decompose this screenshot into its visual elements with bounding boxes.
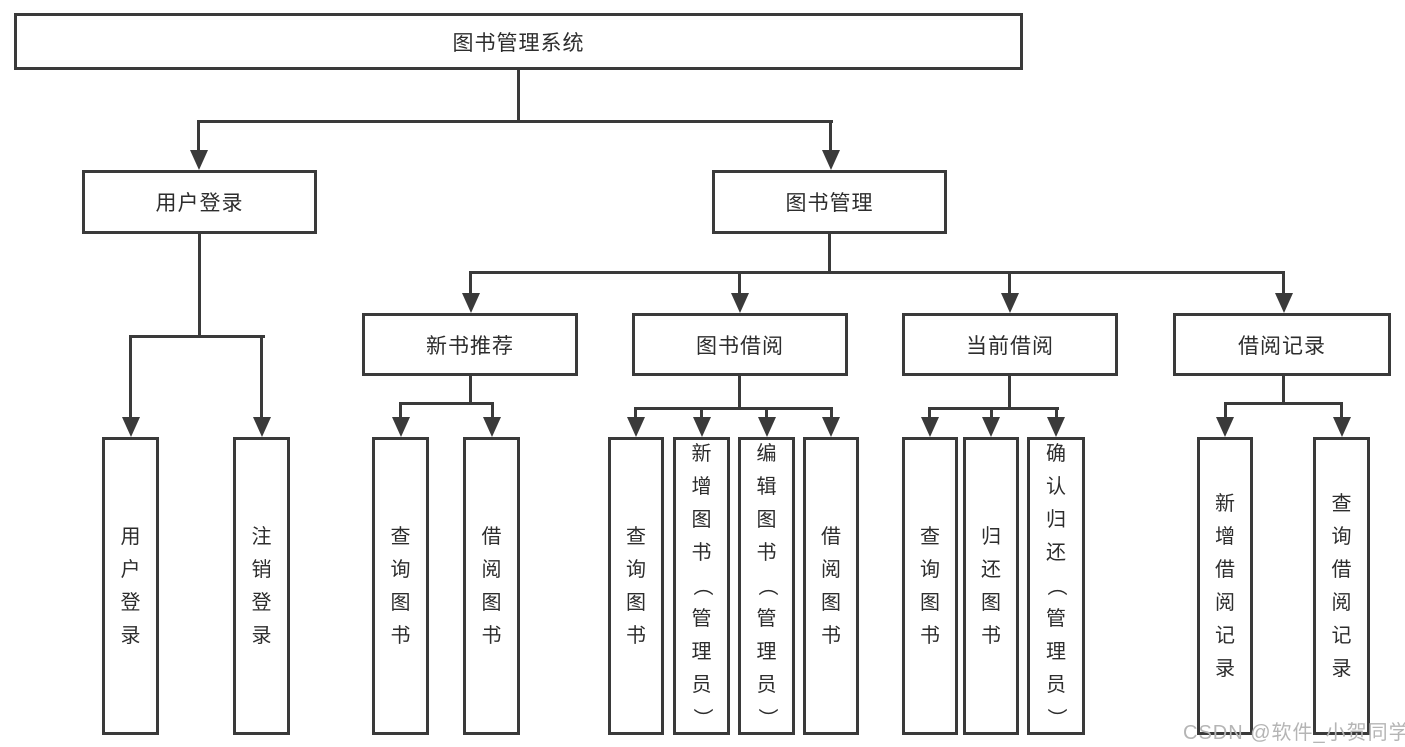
connector-line (399, 402, 494, 405)
leaf-borrow-books-1: 借阅图书 (463, 437, 520, 735)
connector-line (197, 120, 833, 123)
connector-line (990, 407, 993, 419)
leaf-borrow-books-2: 借阅图书 (803, 437, 859, 735)
node-user-login-label: 用户登录 (155, 192, 244, 215)
connector-line (765, 407, 768, 419)
node-new-book-recommend-label: 新书推荐 (426, 334, 514, 358)
node-borrow-records-label: 借阅记录 (1238, 334, 1326, 358)
arrowhead-icon (483, 417, 501, 437)
node-user-login: 用户登录 (82, 170, 317, 234)
connector-line (198, 234, 201, 337)
arrowhead-icon (392, 417, 410, 437)
leaf-return-books: 归还图书 (963, 437, 1019, 735)
connector-line (129, 335, 132, 419)
connector-line (738, 271, 741, 295)
leaf-borrow-books-1-label: 借阅图书 (481, 525, 502, 647)
leaf-borrow-books-2-label: 借阅图书 (821, 525, 841, 647)
arrowhead-icon (253, 417, 271, 437)
node-root: 图书管理系统 (14, 13, 1023, 70)
connector-line (491, 402, 494, 419)
leaf-query-books-2: 查询图书 (608, 437, 664, 735)
leaf-add-borrow-record-label: 新增借阅记录 (1215, 492, 1235, 680)
connector-line (1224, 402, 1343, 405)
leaf-confirm-return-admin: 确认归还（管理员） (1027, 437, 1085, 735)
leaf-query-books-3: 查询图书 (902, 437, 958, 735)
node-book-borrow-label: 图书借阅 (696, 334, 784, 358)
leaf-query-books-1: 查询图书 (372, 437, 429, 735)
arrowhead-icon (1333, 417, 1351, 437)
connector-line (517, 69, 520, 122)
leaf-add-borrow-record: 新增借阅记录 (1197, 437, 1253, 735)
connector-line (129, 335, 265, 338)
connector-line (469, 271, 472, 295)
leaf-query-books-3-label: 查询图书 (920, 525, 940, 647)
connector-line (1008, 271, 1011, 295)
connector-line (928, 407, 1059, 410)
connector-line (829, 120, 832, 152)
arrowhead-icon (1001, 293, 1019, 313)
node-book-management-label: 图书管理 (785, 192, 874, 215)
node-book-borrow: 图书借阅 (632, 313, 848, 376)
node-book-management: 图书管理 (712, 170, 947, 234)
arrowhead-icon (190, 150, 208, 170)
arrowhead-icon (731, 293, 749, 313)
leaf-edit-books-admin-label: 编辑图书（管理员） (755, 443, 778, 728)
leaf-logout-label: 注销登录 (251, 525, 272, 647)
node-current-borrow-label: 当前借阅 (966, 334, 1054, 358)
connector-line (1282, 376, 1285, 405)
arrowhead-icon (122, 417, 140, 437)
leaf-add-books-admin: 新增图书（管理员） (673, 437, 730, 735)
leaf-query-borrow-record: 查询借阅记录 (1313, 437, 1370, 735)
connector-line (830, 407, 833, 419)
leaf-query-borrow-record-label: 查询借阅记录 (1331, 492, 1352, 680)
leaf-user-login-label: 用户登录 (120, 525, 141, 647)
connector-line (260, 335, 263, 419)
leaf-edit-books-admin: 编辑图书（管理员） (738, 437, 795, 735)
connector-line (700, 407, 703, 419)
leaf-logout: 注销登录 (233, 437, 290, 735)
node-borrow-records: 借阅记录 (1173, 313, 1391, 376)
connector-line (634, 407, 833, 410)
connector-line (399, 402, 402, 419)
arrowhead-icon (921, 417, 939, 437)
connector-line (1340, 402, 1343, 419)
arrowhead-icon (1275, 293, 1293, 313)
leaf-user-login: 用户登录 (102, 437, 159, 735)
leaf-query-books-1-label: 查询图书 (390, 525, 411, 647)
arrowhead-icon (1216, 417, 1234, 437)
connector-line (1008, 376, 1011, 409)
arrowhead-icon (1047, 417, 1065, 437)
arrowhead-icon (982, 417, 1000, 437)
connector-line (469, 271, 1285, 274)
leaf-confirm-return-admin-label: 确认归还（管理员） (1045, 443, 1067, 728)
arrowhead-icon (758, 417, 776, 437)
node-root-label: 图书管理系统 (452, 31, 585, 55)
arrowhead-icon (462, 293, 480, 313)
connector-line (197, 120, 200, 152)
arrowhead-icon (822, 417, 840, 437)
leaf-return-books-label: 归还图书 (981, 525, 1001, 647)
connector-line (1224, 402, 1227, 419)
arrowhead-icon (822, 150, 840, 170)
arrowhead-icon (627, 417, 645, 437)
connector-line (928, 407, 931, 419)
node-current-borrow: 当前借阅 (902, 313, 1118, 376)
node-new-book-recommend: 新书推荐 (362, 313, 578, 376)
connector-line (738, 376, 741, 409)
leaf-add-books-admin-label: 新增图书（管理员） (690, 443, 713, 728)
connector-line (634, 407, 637, 419)
csdn-watermark: CSDN @软件_小贺同学 (1183, 722, 1405, 744)
leaf-query-books-2-label: 查询图书 (626, 525, 646, 647)
connector-line (1055, 407, 1058, 419)
connector-line (1282, 271, 1285, 295)
arrowhead-icon (693, 417, 711, 437)
connector-line (828, 234, 831, 273)
connector-line (469, 376, 472, 405)
